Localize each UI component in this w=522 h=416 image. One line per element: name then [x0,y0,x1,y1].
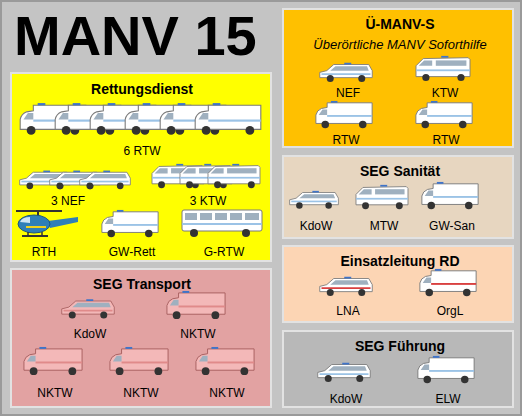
vehicle-icon [320,63,373,82]
group-heading: Einsatzleitung RD [340,254,459,269]
vehicle-icon [180,164,232,188]
group-subtitle: Überörtliche MANV Soforthilfe [313,38,486,52]
vehicle-icon [418,356,474,383]
vehicle-icon [196,347,254,375]
helicopter-icon [16,211,78,236]
group-heading: SEG Sanität [360,164,440,179]
diagram-title: MANV 15 [14,8,257,64]
vehicle-label: NKTW [180,328,215,341]
vehicle-label: 3 KTW [190,195,227,208]
group-heading: Ü-MANV-S [365,17,434,32]
group-heading: SEG Führung [355,339,445,354]
vehicle-icon [422,182,478,209]
vehicle-label: OrgL [437,305,464,318]
vehicle-icon [50,171,101,190]
vehicle-label: G-RTW [204,246,244,259]
vehicle-icon [316,101,372,128]
vehicle-label: KdoW [74,328,107,341]
vehicle-icon [167,291,225,319]
group-heading: SEG Transport [93,277,191,292]
vehicle-label: 3 NEF [51,195,85,208]
vehicle-icon [102,210,158,237]
group-box: Ü-MANV-S Überörtliche MANV SoforthilfeNEF… [282,8,514,148]
group-box: SEG TransportKdoW NKTW NKTW NKTW NKTW [10,268,272,408]
vehicle-label: RTW [432,134,459,147]
vehicle-icon [62,299,115,318]
group-box: Einsatzleitung RD LNA OrgL [282,245,514,323]
vehicle-label: NEF [336,87,360,100]
vehicle-icon [420,269,476,296]
vehicle-icon [318,363,371,382]
vehicle-label: GW-Rett [109,246,155,259]
vehicle-icon [182,210,262,237]
vehicle-label: KTW [432,87,459,100]
vehicle-icon [356,185,408,209]
vehicle-icon [110,347,168,375]
vehicle-label: RTW [332,134,359,147]
vehicle-label: 6 RTW [123,145,160,158]
vehicle-icon [90,103,156,135]
vehicle-icon [416,101,472,128]
vehicle-label: KdoW [330,393,363,406]
vehicle-icon [80,171,131,190]
group-heading: Rettungsdienst [91,82,193,97]
vehicle-label: NKTW [209,387,244,400]
vehicle-icon [195,103,261,135]
vehicle-label: KdoW [300,220,333,233]
vehicle-label: ELW [435,393,460,406]
group-box: SEG FührungKdoW ELW [282,330,514,408]
vehicle-label: MTW [370,220,399,233]
vehicle-label: NKTW [123,387,158,400]
vehicle-icon [416,56,470,81]
group-box: SEG SanitätKdoW MTW GW-San [282,155,514,239]
vehicle-icon [160,103,226,135]
vehicle-icon [208,164,260,188]
vehicle-label: RTH [32,246,56,259]
vehicle-icon [290,191,339,209]
vehicle-label: LNA [336,305,359,318]
vehicle-icon [20,171,71,190]
group-box: Rettungsdienst 6 RTW 3 NEF 3 KTW RTH GW-Rett G… [10,72,272,262]
vehicle-icon [55,103,121,135]
vehicle-icon [20,103,86,135]
vehicle-icon [152,164,204,188]
vehicle-icon [125,103,191,135]
vehicle-label: NKTW [37,387,72,400]
vehicle-icon [320,277,373,296]
vehicle-label: GW-San [429,220,475,233]
vehicle-icon [24,347,82,375]
